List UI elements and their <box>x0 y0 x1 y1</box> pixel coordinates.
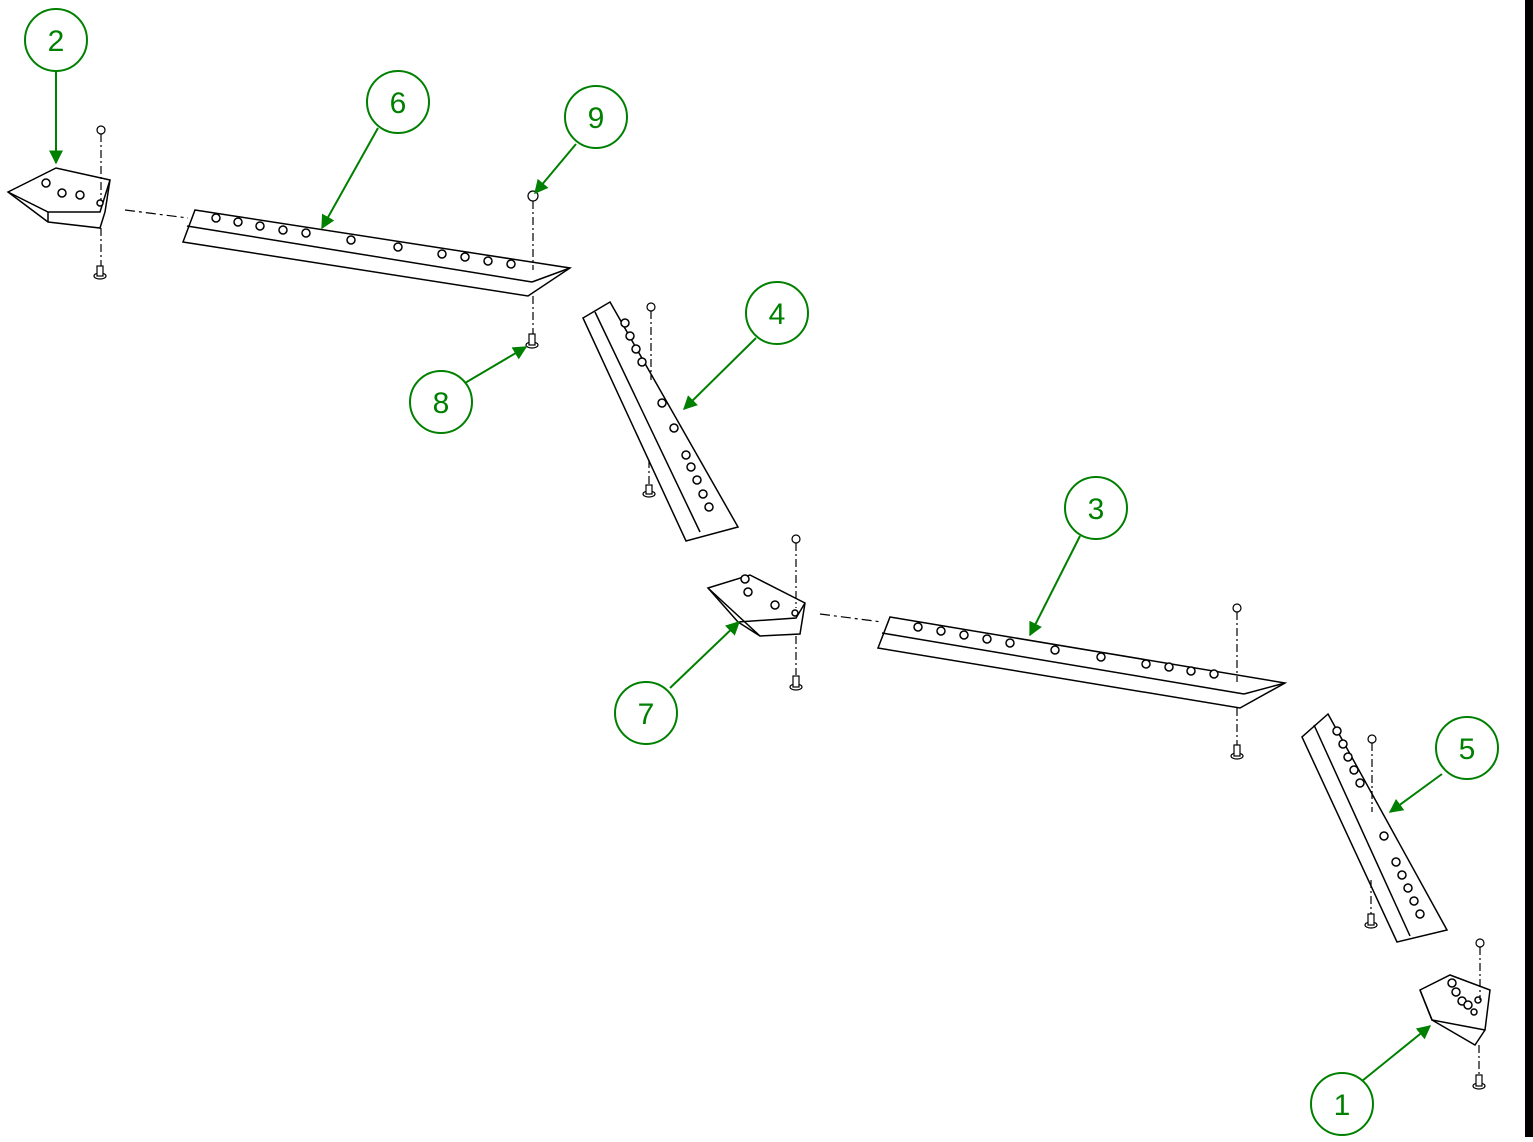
callout-label-5: 5 <box>1459 733 1476 766</box>
bolt-top-left <box>93 125 107 280</box>
leader-3 <box>1029 535 1081 637</box>
bolt-angled-lower <box>1364 734 1378 929</box>
callout-label-3: 3 <box>1088 493 1105 526</box>
leader-4 <box>683 337 757 410</box>
callout-balloon-8: 8 <box>409 370 473 434</box>
leader-5 <box>1388 773 1443 813</box>
fastener-group-1-br <box>1447 978 1482 1016</box>
callout-balloon-2: 2 <box>24 8 88 72</box>
callout-label-2: 2 <box>48 25 65 58</box>
centerline-1 <box>124 209 189 219</box>
callout-balloon-6: 6 <box>366 70 430 134</box>
corner-piece-middle <box>706 574 806 637</box>
drawing-border-right <box>1525 0 1533 1137</box>
bolt-angled-upper <box>642 302 656 498</box>
callout-balloons: 2 6 9 4 8 3 7 5 <box>24 8 1499 1136</box>
callout-label-7: 7 <box>638 698 655 731</box>
rail-angled-lower-holes <box>1332 726 1425 919</box>
callout-balloon-7: 7 <box>614 681 678 745</box>
callout-balloon-5: 5 <box>1435 716 1499 780</box>
callout-balloon-9: 9 <box>564 85 628 149</box>
bolt-middle-corner <box>789 534 803 691</box>
callout-label-4: 4 <box>769 298 786 331</box>
rail-angled-lower <box>1301 712 1449 943</box>
leader-9 <box>534 143 577 195</box>
leader-8 <box>464 346 528 384</box>
rail-angled-upper-holes <box>620 318 714 512</box>
leader-1 <box>1361 1025 1432 1082</box>
corner-piece-bottom-right <box>1419 974 1491 1047</box>
callout-label-6: 6 <box>390 87 407 120</box>
callout-balloon-4: 4 <box>745 281 809 345</box>
fastener-group-7 <box>740 574 799 617</box>
fastener-group-1 <box>41 178 104 207</box>
rail-top <box>181 209 573 297</box>
bolt-bottom-right <box>1472 938 1486 1090</box>
leader-7 <box>669 621 741 689</box>
callout-leaders <box>49 71 1443 1082</box>
corner-piece-top-left <box>6 167 111 229</box>
rail-top-holes <box>211 213 516 269</box>
bolt-rail-middle <box>1230 603 1244 760</box>
rail-middle-holes <box>913 622 1219 679</box>
rail-middle <box>876 616 1288 709</box>
centerline-2 <box>819 613 883 623</box>
callout-label-1: 1 <box>1334 1089 1351 1122</box>
callout-balloon-3: 3 <box>1064 476 1128 540</box>
callout-label-8: 8 <box>433 387 450 420</box>
rail-angled-upper <box>582 300 740 542</box>
leader-6 <box>321 127 379 230</box>
callout-label-9: 9 <box>588 102 605 135</box>
callout-balloon-1: 1 <box>1310 1072 1374 1136</box>
